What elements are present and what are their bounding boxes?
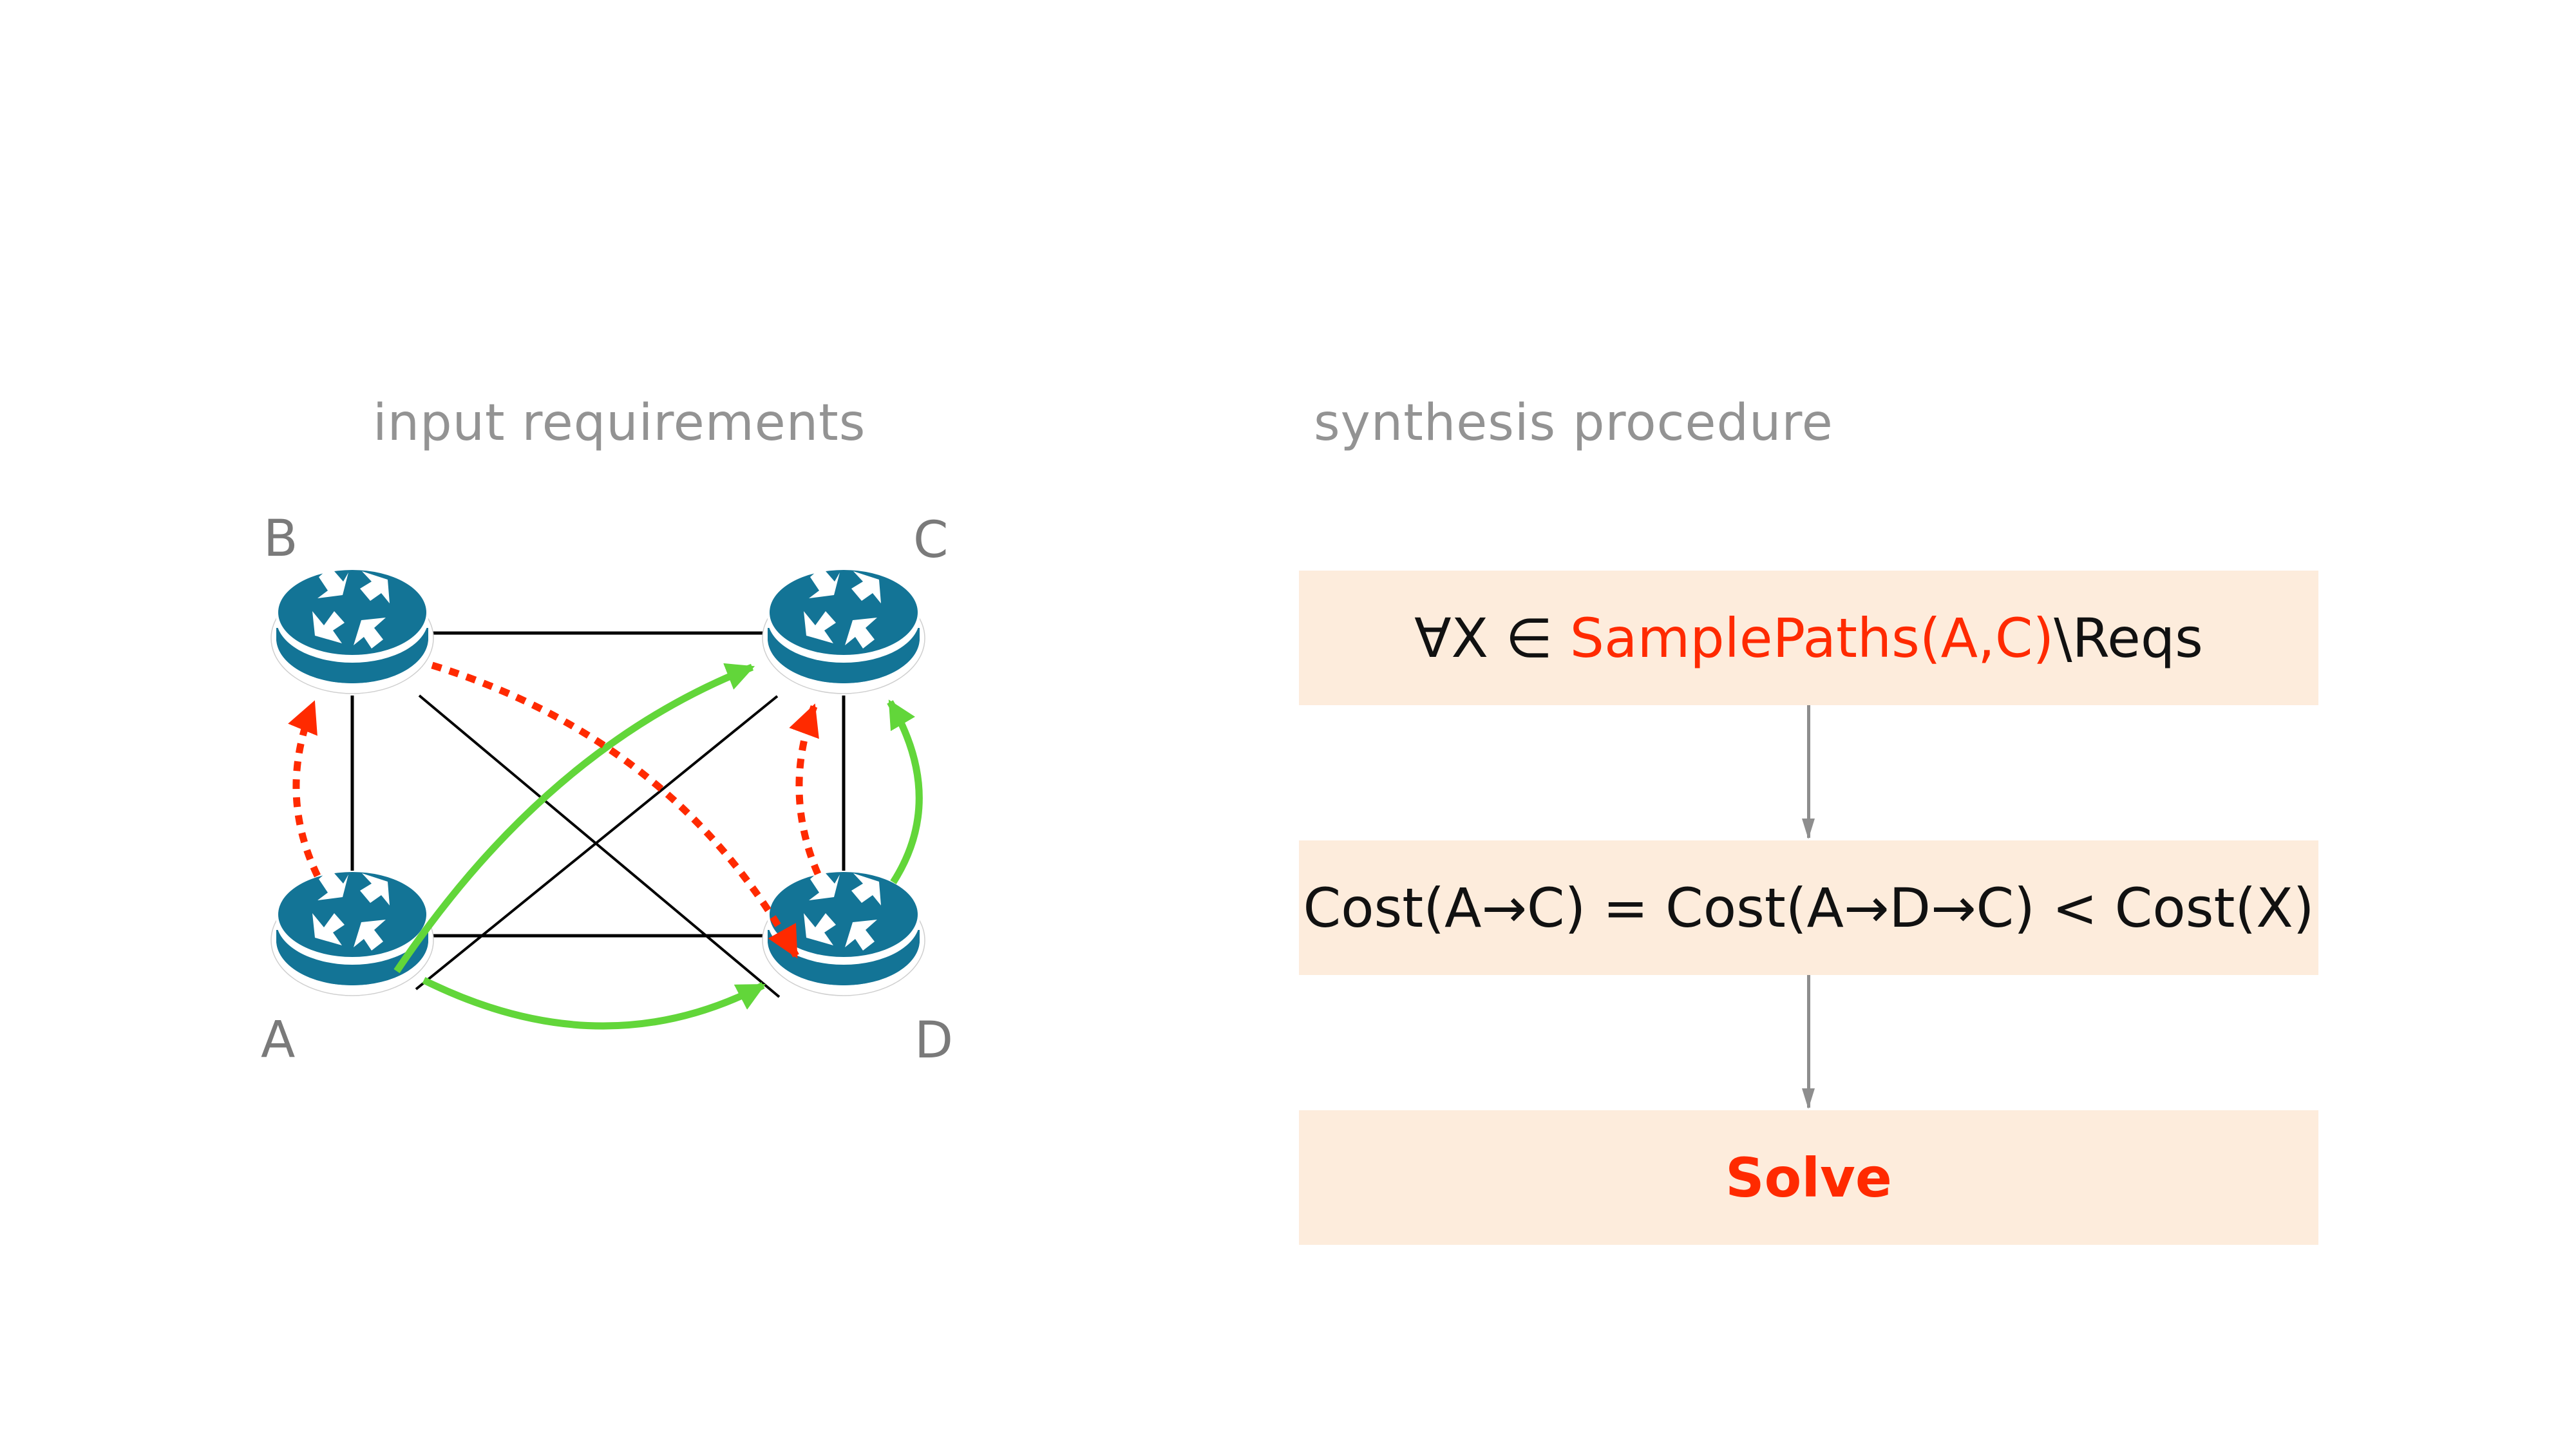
router-c-icon [762,566,925,694]
router-d-icon [762,868,925,996]
node-label-c: C [913,511,948,569]
router-a-icon [270,868,434,996]
step-1-prefix: ∀X ∈ [1414,606,1570,670]
req-allowed-a-d [422,977,766,1030]
req-disallowed-a-b [288,700,321,878]
step-3-text: Solve [1725,1146,1892,1209]
step-sample-paths: ∀X ∈ SamplePaths(A,C)\Reqs [1299,571,2318,705]
node-label-a: A [261,1011,295,1069]
node-label-b: B [263,510,298,568]
step-cost-constraint: Cost(A→C) = Cost(A→D→C) < Cost(X) [1299,840,2318,975]
link-b-d [418,694,781,998]
req-allowed-a-c [393,663,755,974]
arrow-head-icon [1802,1088,1815,1109]
flow-arrow-1 [1802,705,1815,839]
step-1-highlight: SamplePaths(A,C) [1569,606,2054,670]
req-disallowed-b-d [431,661,799,959]
step-2-text: Cost(A→C) = Cost(A→D→C) < Cost(X) [1303,876,2315,940]
flow-arrow-2 [1802,975,1815,1109]
arrow-head-icon [1802,819,1815,839]
link-a-c [415,695,779,990]
step-1-suffix: \Reqs [2054,606,2203,670]
input-requirements-heading: input requirements [373,394,866,452]
req-allowed-d-c [887,699,923,884]
step-solve: Solve [1299,1110,2318,1245]
req-disallowed-d-c [789,703,822,876]
node-label-d: D [914,1012,953,1070]
router-b-icon [270,566,434,694]
synthesis-procedure-heading: synthesis procedure [1314,394,1833,452]
